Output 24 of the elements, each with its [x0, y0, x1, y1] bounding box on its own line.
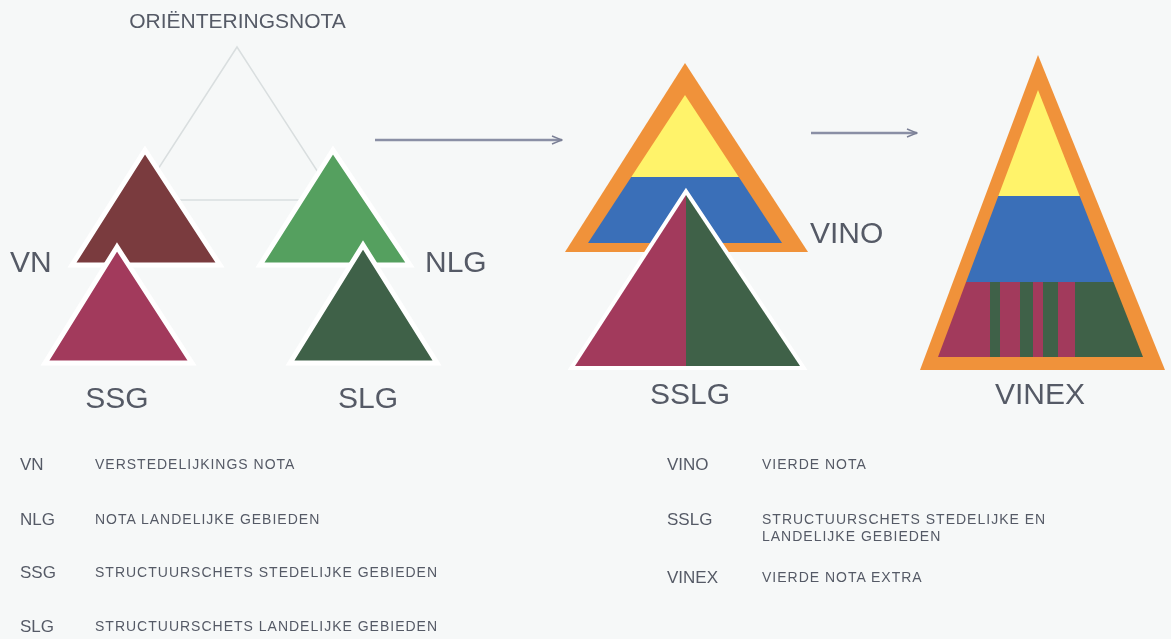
abbreviation-label: VN — [10, 245, 53, 279]
abbreviation: SSG — [20, 563, 56, 583]
abbreviation: VN — [20, 455, 44, 475]
double-arrow — [811, 128, 918, 138]
double-arrow — [375, 135, 563, 145]
abbreviation: SLG — [20, 617, 55, 637]
abbreviation-meaning: STRUCTUURSCHETS STEDELIJKE GEBIEDEN — [95, 564, 439, 581]
abbreviation-meaning: VERSTEDELIJKINGS NOTA — [95, 456, 296, 473]
abbreviation-label: VINO — [810, 215, 885, 251]
abbreviation: VINO — [667, 455, 709, 475]
abbreviation-meaning: NOTA LANDELIJKE GEBIEDEN — [95, 511, 321, 528]
abbreviation-label: NLG — [425, 245, 488, 279]
abbreviation-meaning: VIERDE NOTA EXTRA — [762, 569, 923, 586]
abbreviation: VINEX — [667, 568, 719, 588]
abbreviation-label: SSG — [84, 380, 150, 416]
abbreviation-meaning: STRUCTUURSCHETS STEDELIJKE EN LANDELIJKE GEBIEDEN — [762, 511, 1048, 545]
abbreviation-meaning: STRUCTUURSCHETS LANDELIJKE GEBIEDEN — [95, 618, 439, 635]
abbreviation: NLG — [20, 510, 55, 530]
abbreviation-label: VINEX — [994, 376, 1086, 412]
abbreviation: SSLG — [667, 510, 713, 530]
abbreviation-meaning: VIERDE NOTA — [762, 456, 867, 473]
abbreviation-label: SLG — [337, 380, 399, 416]
abbreviation-label: ORIËNTERINGSNOTA — [128, 8, 347, 34]
abbreviation-label: SSLG — [648, 376, 731, 412]
